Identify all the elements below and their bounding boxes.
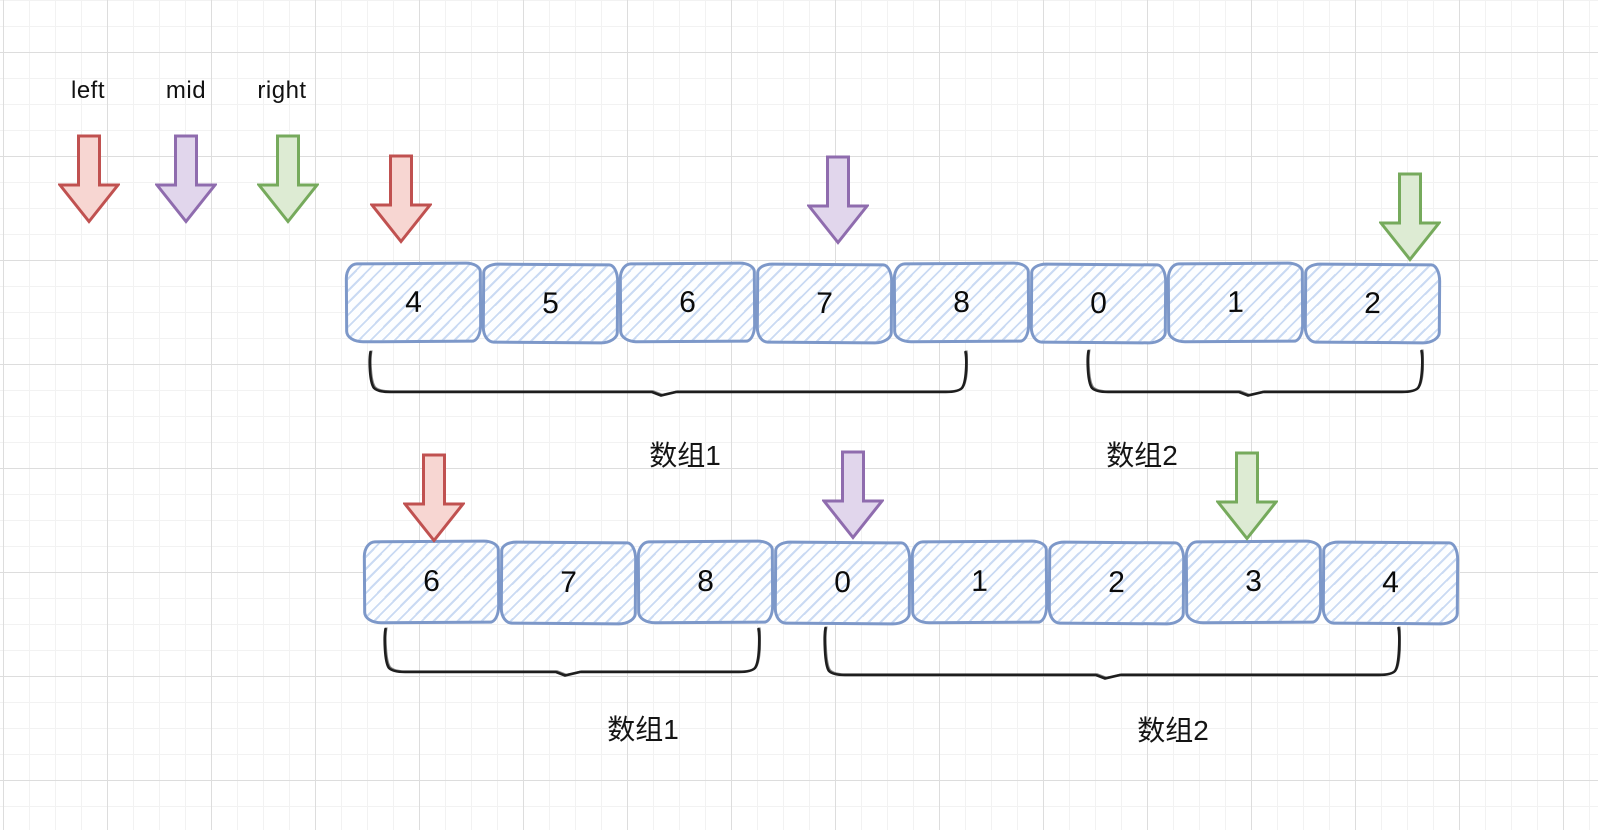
array-cell[interactable]: 7	[499, 540, 638, 626]
mid-pointer-arrow-icon[interactable]	[822, 450, 884, 540]
array-cell[interactable]: 6	[362, 539, 501, 625]
right-pointer-arrow-icon[interactable]	[1216, 451, 1278, 541]
group-brace[interactable]	[368, 350, 968, 397]
array-cell[interactable]: 6	[618, 261, 757, 344]
array-cell[interactable]: 5	[481, 262, 620, 345]
left-pointer-arrow-icon[interactable]	[58, 134, 120, 224]
legend-label-right: right	[257, 77, 307, 104]
left-pointer-arrow-icon[interactable]	[370, 154, 432, 244]
group-brace[interactable]	[823, 626, 1401, 680]
legend-label-left: left	[70, 77, 105, 104]
array-cell[interactable]: 0	[773, 540, 912, 626]
array-cell[interactable]: 1	[910, 539, 1049, 625]
group-brace[interactable]	[383, 627, 761, 677]
array-cell[interactable]: 3	[1184, 539, 1323, 625]
right-pointer-arrow-icon[interactable]	[1379, 172, 1441, 262]
right-pointer-arrow-icon[interactable]	[257, 134, 319, 224]
mid-pointer-arrow-icon[interactable]	[155, 134, 217, 224]
array-cell[interactable]: 2	[1303, 262, 1442, 345]
array-cell[interactable]: 0	[1029, 262, 1168, 345]
group-brace[interactable]	[1086, 349, 1424, 397]
mid-pointer-arrow-icon[interactable]	[807, 155, 869, 245]
group-label[interactable]: 数组2	[1137, 715, 1209, 746]
array-cell[interactable]: 4	[344, 261, 483, 344]
left-pointer-arrow-icon[interactable]	[403, 453, 465, 543]
array-cell[interactable]: 4	[1321, 540, 1460, 626]
array-cell[interactable]: 7	[755, 262, 894, 345]
array-cell[interactable]: 8	[892, 261, 1031, 344]
legend-label-mid: mid	[165, 77, 207, 104]
group-label[interactable]: 数组1	[649, 440, 721, 471]
group-label[interactable]: 数组1	[607, 714, 679, 745]
array-cell[interactable]: 1	[1166, 261, 1305, 344]
array-cell[interactable]: 8	[636, 539, 775, 625]
group-label[interactable]: 数组2	[1106, 440, 1178, 471]
array-cell[interactable]: 2	[1047, 540, 1186, 626]
